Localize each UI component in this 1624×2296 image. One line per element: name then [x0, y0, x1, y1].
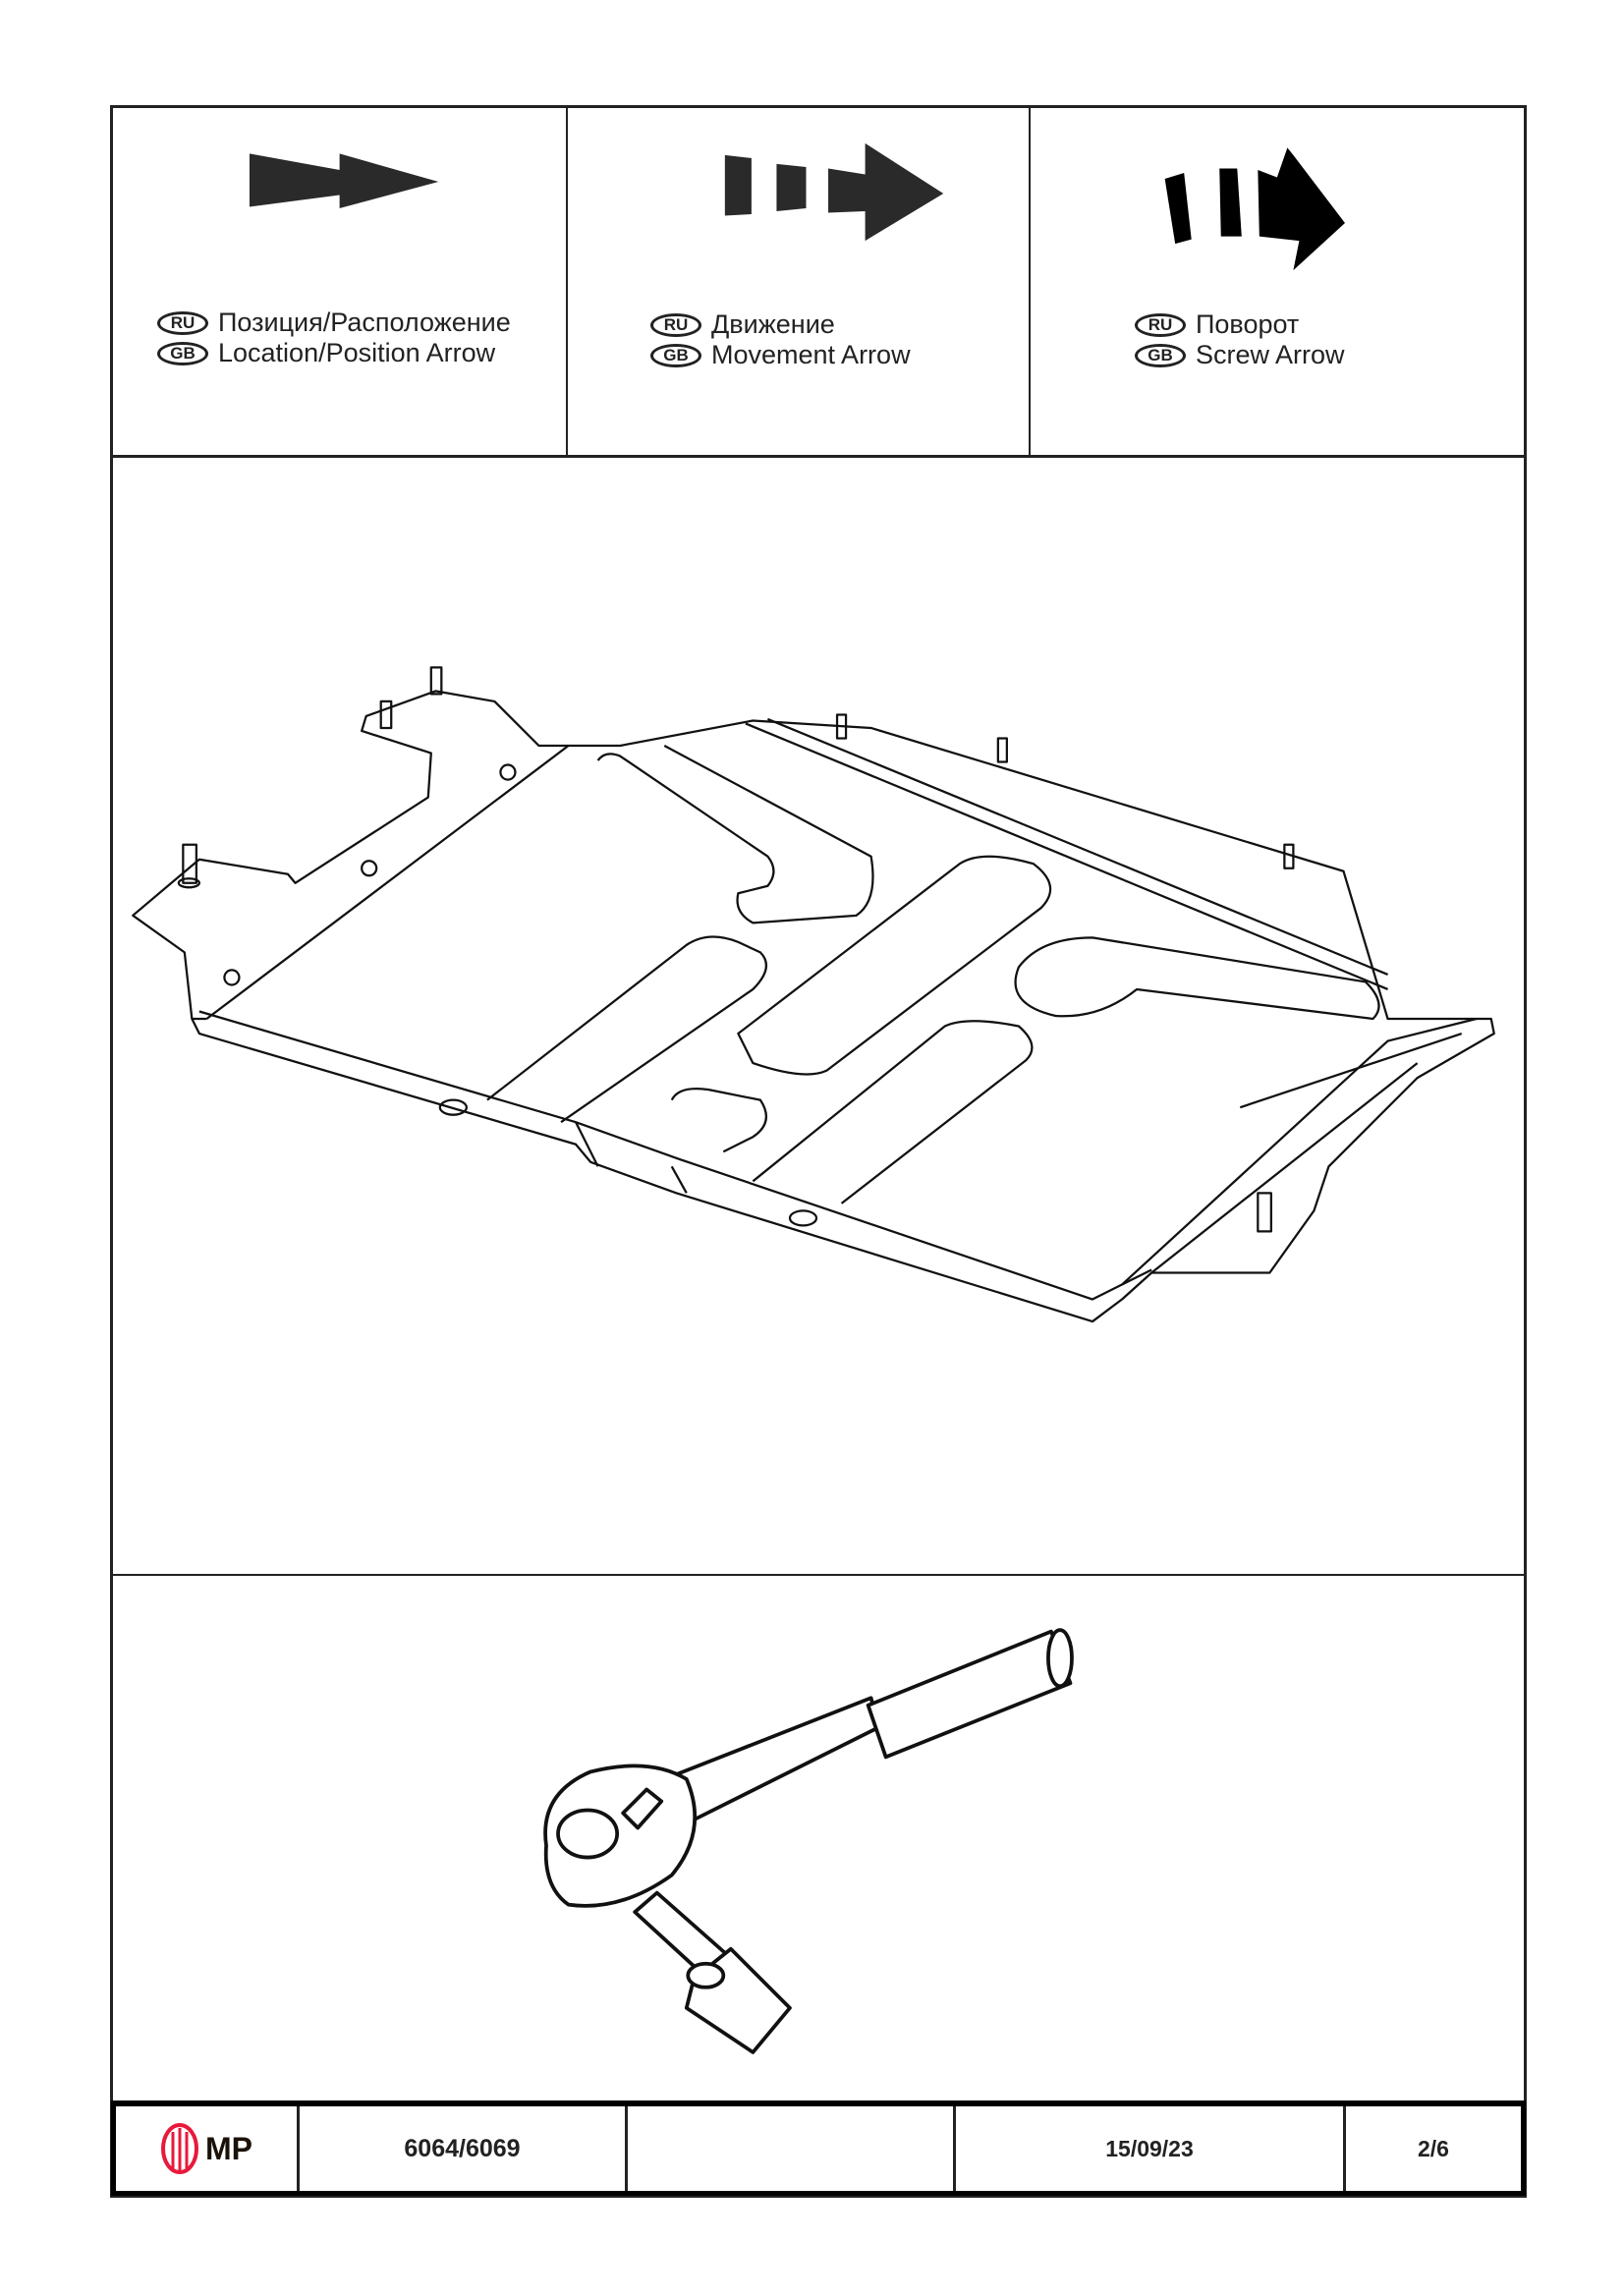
- article-number: 6064/6069: [300, 2106, 628, 2191]
- ratchet-wrench-illustration: [543, 1628, 1074, 2054]
- screw-arrow-icon: [1164, 147, 1345, 271]
- blank-cell: [628, 2106, 956, 2191]
- title-block: MP 6064/6069 15/09/23 2/6: [111, 2100, 1526, 2196]
- mp-logo-icon: [161, 2123, 198, 2174]
- legend-gb-text: Movement Arrow: [711, 340, 911, 369]
- movement-arrow-icon: [724, 142, 944, 242]
- date: 15/09/23: [956, 2106, 1346, 2191]
- gb-badge: GB: [1135, 343, 1186, 367]
- ru-badge: RU: [650, 312, 701, 337]
- legend-ru-text: Движение: [711, 309, 835, 339]
- skid-plate-illustration: [132, 666, 1495, 1323]
- page-frame: [110, 105, 1527, 2198]
- logo-cell: MP: [116, 2106, 300, 2191]
- legend-location: RU Позиция/Расположение GB Location/Positi…: [157, 308, 511, 368]
- legend-gb-text: Location/Position Arrow: [218, 338, 496, 367]
- section-divider: [110, 1574, 1527, 1576]
- ru-badge: RU: [157, 310, 208, 335]
- legend-ru-text: Позиция/Расположение: [218, 308, 511, 337]
- gb-badge: GB: [157, 341, 208, 365]
- logo-text: MP: [205, 2130, 252, 2166]
- legend-screw: RU Поворот GB Screw Arrow: [1135, 309, 1345, 370]
- gb-badge: GB: [650, 343, 701, 367]
- location-arrow-icon: [249, 153, 439, 209]
- legend-divider-2: [1029, 105, 1031, 456]
- ru-badge: RU: [1135, 312, 1186, 337]
- stud-bolts: [177, 666, 1295, 1233]
- legend-ru-text: Поворот: [1196, 309, 1300, 339]
- legend-gb-text: Screw Arrow: [1196, 340, 1345, 369]
- legend-movement: RU Движение GB Movement Arrow: [650, 309, 911, 370]
- legend-divider-1: [566, 105, 568, 456]
- header-divider: [110, 455, 1527, 458]
- page-number: 2/6: [1418, 2135, 1449, 2161]
